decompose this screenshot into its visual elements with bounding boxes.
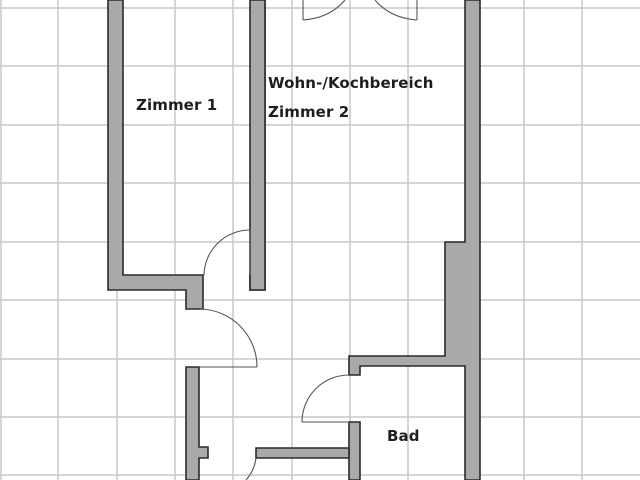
wall-hall-left xyxy=(185,366,209,480)
wall-divider-inner xyxy=(249,0,266,291)
door-zimmer2 xyxy=(203,229,251,276)
room-label-bad: Bad xyxy=(387,427,420,445)
door-lower xyxy=(245,457,257,480)
door-hall xyxy=(199,308,258,368)
wall-lower xyxy=(255,447,350,459)
wall-right xyxy=(348,0,481,480)
room-label-zimmer1: Zimmer 1 xyxy=(136,96,218,114)
wall-bad-left xyxy=(348,421,361,480)
walls xyxy=(107,0,481,480)
door-bad xyxy=(301,374,350,423)
door-balcony xyxy=(302,0,418,21)
wall-zimmer1 xyxy=(107,0,204,310)
doors xyxy=(199,0,418,480)
room-label-wohn-kochbereich: Wohn-/Kochbereich xyxy=(268,74,434,92)
room-label-zimmer2: Zimmer 2 xyxy=(268,103,350,121)
